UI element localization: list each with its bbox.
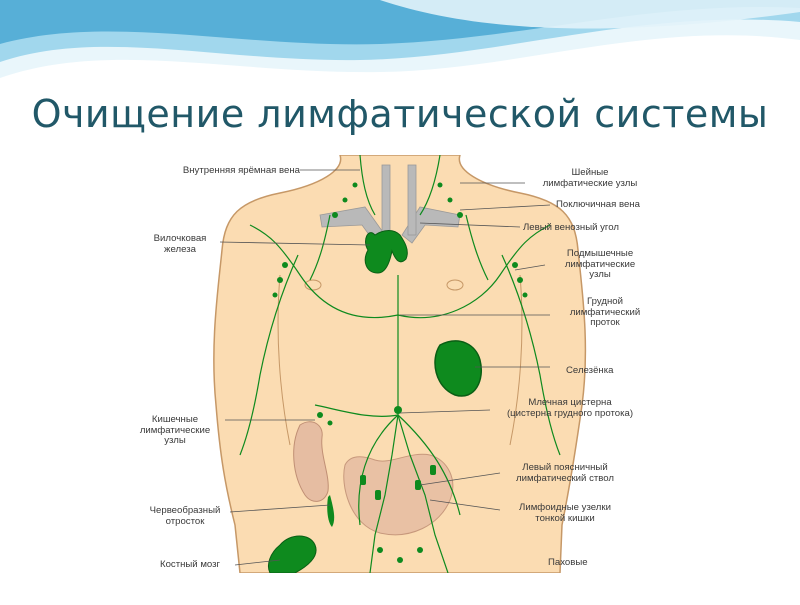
label-appendix: Червеобразный отросток: [149, 505, 221, 527]
label-left-venous-angle: Левый венозный угол: [523, 222, 619, 233]
label-intestinal-nodes: Кишечные лимфатические узлы: [139, 414, 211, 446]
label-inguinal: Паховые: [548, 557, 588, 568]
leader-lines: [219, 169, 551, 566]
spleen: [434, 340, 482, 397]
bone-marrow: [267, 535, 317, 573]
subclavian-veins: [319, 164, 461, 244]
label-spleen: Селезёнка: [566, 365, 614, 376]
label-thymus: Вилочковая железа: [153, 233, 207, 255]
label-cervical-nodes: Шейные лимфатические узлы: [542, 167, 638, 189]
label-cisterna-chyli: Млечная цистерна (цистерна грудного прот…: [506, 397, 634, 419]
label-internal-jugular-vein: Внутренняя ярёмная вена: [182, 165, 300, 176]
label-axillary-nodes: Подмышечные лимфатические узлы: [564, 248, 636, 280]
label-lumbar-trunk: Левый поясничный лимфатический ствол: [516, 462, 614, 484]
label-bone-marrow: Костный мозг: [160, 559, 221, 570]
lymphatic-vessels: [239, 155, 561, 573]
lymph-nodes: [272, 182, 528, 563]
label-small-intestine-nodes: Лимфоидные узелки тонкой кишки: [519, 502, 611, 524]
intestines: [293, 421, 454, 536]
slide-title: Очищение лимфатической системы: [31, 92, 769, 136]
label-subclavian-vein: Поключичная вена: [556, 199, 640, 210]
lymphatic-system-diagram: [213, 155, 587, 573]
header-wave-decoration: [0, 0, 800, 81]
appendix: [327, 495, 335, 527]
label-thoracic-duct: Грудной лимфатический проток: [569, 296, 641, 328]
thymus: [364, 230, 408, 274]
